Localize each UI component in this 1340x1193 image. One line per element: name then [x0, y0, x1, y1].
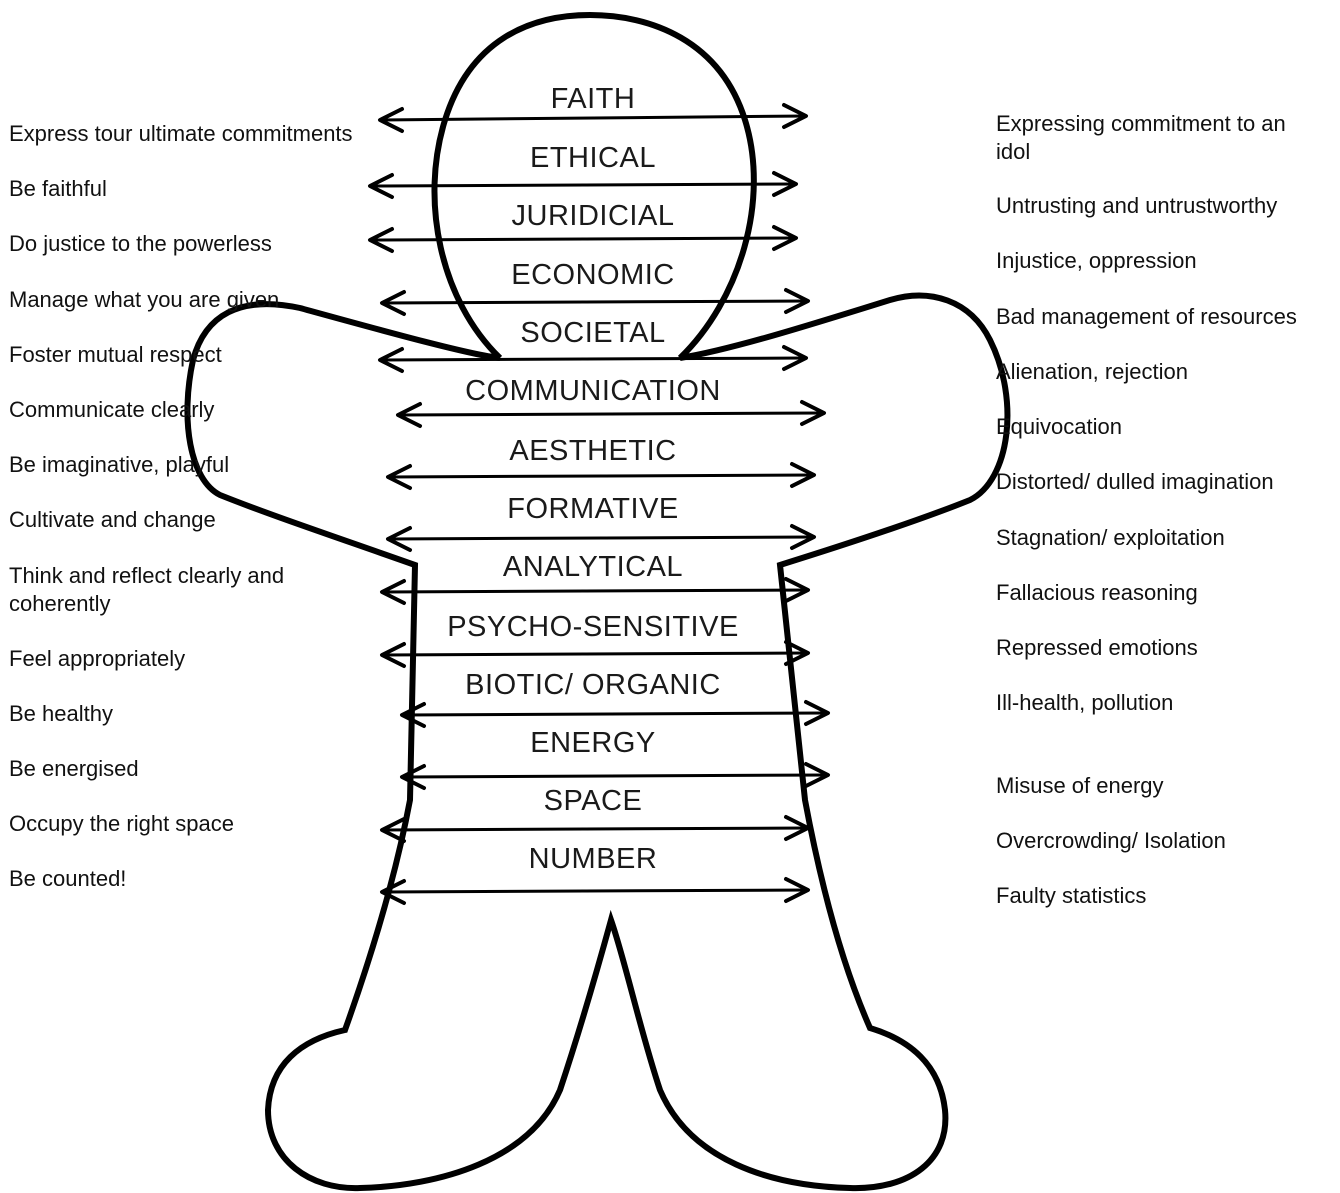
arrow-communication — [396, 400, 826, 428]
positive-text-biotic-organic: Be healthy — [9, 701, 113, 726]
negative-text-analytical: Fallacious reasoning — [996, 580, 1198, 605]
arrow-formative — [386, 524, 816, 552]
negative-text-societal: Alienation, rejection — [996, 359, 1189, 384]
positive-text-societal: Foster mutual respect — [9, 342, 222, 367]
negative-text-faith: Expressing commitment to an idol — [996, 111, 1286, 164]
arrow-economic — [380, 288, 810, 316]
negative-text-formative: Stagnation/ exploitation — [996, 525, 1225, 550]
arrow-faith — [378, 103, 808, 133]
negative-text-juridicial: Injustice, oppression — [996, 248, 1197, 273]
negative-text-psycho-sensitive: Repressed emotions — [996, 635, 1198, 660]
aspect-label-number: NUMBER — [529, 843, 658, 875]
negative-text-number: Faulty statistics — [996, 883, 1147, 908]
positive-text-ethical: Be faithful — [9, 176, 107, 201]
positive-text-formative: Cultivate and change — [9, 507, 216, 532]
positive-text-analytical: Think and reflect clearly and coherently — [9, 563, 285, 616]
positive-text-number: Be counted! — [9, 866, 127, 891]
aspect-label-analytical: ANALYTICAL — [503, 551, 683, 583]
positive-text-energy: Be energised — [9, 756, 139, 781]
arrow-biotic-organic — [400, 700, 830, 728]
arrow-ethical — [368, 171, 798, 199]
arrow-societal — [378, 345, 808, 373]
aspect-label-aesthetic: AESTHETIC — [509, 435, 676, 467]
aspect-label-faith: FAITH — [551, 83, 636, 115]
figure-body-outline — [184, 292, 1011, 1192]
arrow-space — [380, 815, 810, 843]
positive-text-economic: Manage what you are given — [9, 287, 280, 312]
aspect-label-societal: SOCIETAL — [520, 317, 665, 349]
aspect-label-economic: ECONOMIC — [511, 259, 675, 291]
arrow-number — [380, 877, 810, 905]
negative-text-aesthetic: Distorted/ dulled imagination — [996, 469, 1274, 494]
aspect-label-communication: COMMUNICATION — [465, 375, 721, 407]
arrow-juridicial — [368, 225, 798, 253]
positive-text-space: Occupy the right space — [9, 811, 235, 836]
negative-text-energy: Misuse of energy — [996, 773, 1164, 798]
positive-text-communication: Communicate clearly — [9, 397, 215, 422]
arrow-aesthetic — [386, 462, 816, 490]
aspect-label-biotic-organic: BIOTIC/ ORGANIC — [465, 669, 721, 701]
negative-text-ethical: Untrusting and untrustworthy — [996, 193, 1278, 218]
aspect-label-space: SPACE — [544, 785, 643, 817]
positive-text-aesthetic: Be imaginative, playful — [9, 452, 230, 477]
aspect-label-ethical: ETHICAL — [530, 142, 656, 174]
positive-text-juridicial: Do justice to the powerless — [9, 231, 272, 256]
aspect-label-formative: FORMATIVE — [507, 493, 679, 525]
negative-text-biotic-organic: Ill-health, pollution — [996, 690, 1174, 715]
figure-head-outline — [431, 11, 757, 361]
negative-text-economic: Bad management of resources — [996, 304, 1297, 329]
arrow-analytical — [380, 577, 810, 605]
arrow-energy — [400, 762, 830, 790]
negative-text-communication: Equivocation — [996, 414, 1122, 439]
aspect-label-energy: ENERGY — [530, 727, 655, 759]
positive-text-psycho-sensitive: Feel appropriately — [9, 646, 186, 671]
aspect-label-psycho-sensitive: PSYCHO-SENSITIVE — [447, 611, 739, 643]
negative-text-space: Overcrowding/ Isolation — [996, 828, 1226, 853]
positive-text-faith: Express tour ultimate commitments — [9, 121, 353, 146]
aspect-label-juridicial: JURIDICIAL — [512, 200, 675, 232]
arrow-psycho-sensitive — [380, 640, 810, 668]
